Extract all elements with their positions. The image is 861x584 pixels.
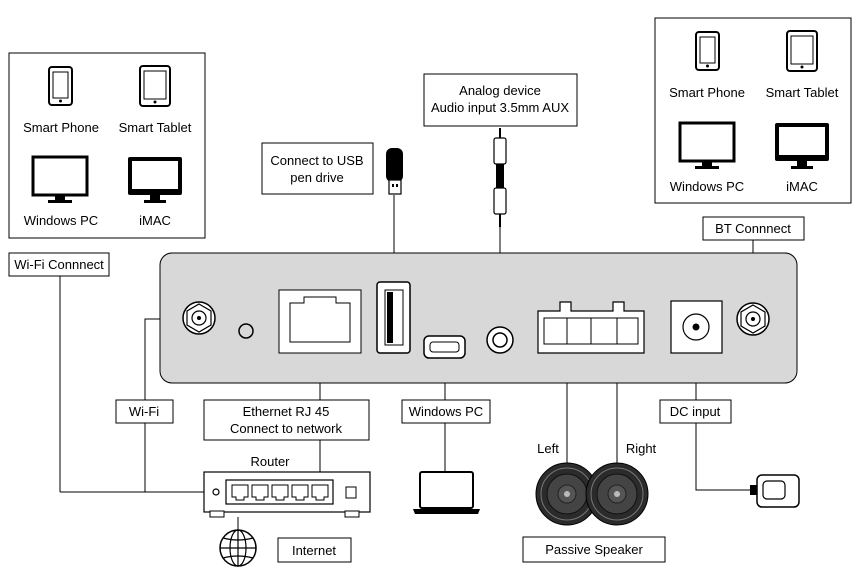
device-label: Smart Tablet	[119, 120, 192, 135]
speaker-right-icon	[585, 462, 649, 526]
globe-icon	[219, 529, 257, 567]
device-panel	[159, 252, 798, 384]
speaker-terminal	[537, 301, 645, 354]
imac-icon	[128, 157, 182, 203]
svg-text:Passive Speaker: Passive Speaker	[545, 542, 643, 557]
device-label: Windows PC	[24, 213, 98, 228]
wifi-connect-label: Wi-Fi Connnect	[8, 252, 110, 277]
laptop-icon	[413, 471, 480, 514]
passive-speaker-label: Passive Speaker	[522, 536, 666, 563]
device-label: Smart Phone	[669, 85, 745, 100]
router-label: Router	[250, 454, 290, 469]
device-label: Windows PC	[670, 179, 744, 194]
ethernet-port	[278, 289, 362, 354]
svg-text:Wi-Fi Connnect: Wi-Fi Connnect	[14, 257, 104, 272]
ethernet-label: Ethernet RJ 45 Connect to network	[203, 399, 370, 441]
svg-text:Analog device: Analog device	[459, 83, 541, 98]
svg-text:pen drive: pen drive	[290, 170, 343, 185]
left-device-group: Smart Phone Smart Tablet Windows PC iMAC	[8, 52, 206, 239]
tablet-icon	[786, 30, 818, 72]
dc-label: DC input	[659, 399, 732, 424]
svg-text:Internet: Internet	[292, 543, 336, 558]
svg-text:Ethernet RJ 45: Ethernet RJ 45	[243, 404, 330, 419]
monitor-icon	[678, 121, 736, 169]
aux-label: Analog device Audio input 3.5mm AUX	[423, 73, 578, 127]
aux-jack	[486, 326, 514, 354]
usb-port	[376, 281, 411, 354]
speaker-right-label: Right	[626, 441, 657, 456]
status-led	[238, 323, 254, 339]
smartphone-icon	[48, 66, 73, 106]
imac-icon	[775, 123, 829, 169]
svg-text:Connect to network: Connect to network	[230, 421, 343, 436]
device-label: iMAC	[139, 213, 171, 228]
hdmi-port	[423, 335, 466, 359]
usb-drive-icon	[386, 148, 403, 195]
svg-text:BT Connnect: BT Connnect	[715, 221, 791, 236]
hdmi-label: Windows PC	[401, 399, 491, 424]
dc-jack	[670, 300, 723, 354]
dc-line	[695, 352, 750, 491]
device-label: iMAC	[786, 179, 818, 194]
svg-text:DC input: DC input	[670, 404, 721, 419]
router-ports	[231, 484, 329, 501]
antenna-connector-left	[182, 301, 216, 335]
antenna-connector-right	[736, 302, 770, 336]
monitor-icon	[31, 155, 89, 203]
svg-text:Wi-Fi: Wi-Fi	[129, 404, 159, 419]
device-label: Smart Tablet	[766, 85, 839, 100]
aux-cable-icon	[493, 128, 507, 227]
internet-label: Internet	[277, 537, 352, 563]
svg-text:Windows PC: Windows PC	[409, 404, 483, 419]
svg-text:Connect to USB: Connect to USB	[270, 153, 363, 168]
speaker-left-label: Left	[537, 441, 559, 456]
right-device-group: Smart Phone Smart Tablet Windows PC iMAC	[654, 17, 852, 204]
usb-label: Connect to USB pen drive	[261, 142, 374, 195]
svg-text:Audio input 3.5mm AUX: Audio input 3.5mm AUX	[431, 100, 569, 115]
power-adapter-icon	[750, 474, 800, 508]
speaker-left-icon	[535, 462, 599, 526]
bt-connect-label: BT Connnect	[702, 216, 805, 241]
wifi-label: Wi-Fi	[115, 399, 174, 424]
smartphone-icon	[695, 31, 720, 71]
tablet-icon	[139, 65, 171, 107]
device-label: Smart Phone	[23, 120, 99, 135]
router: Router	[203, 454, 371, 518]
